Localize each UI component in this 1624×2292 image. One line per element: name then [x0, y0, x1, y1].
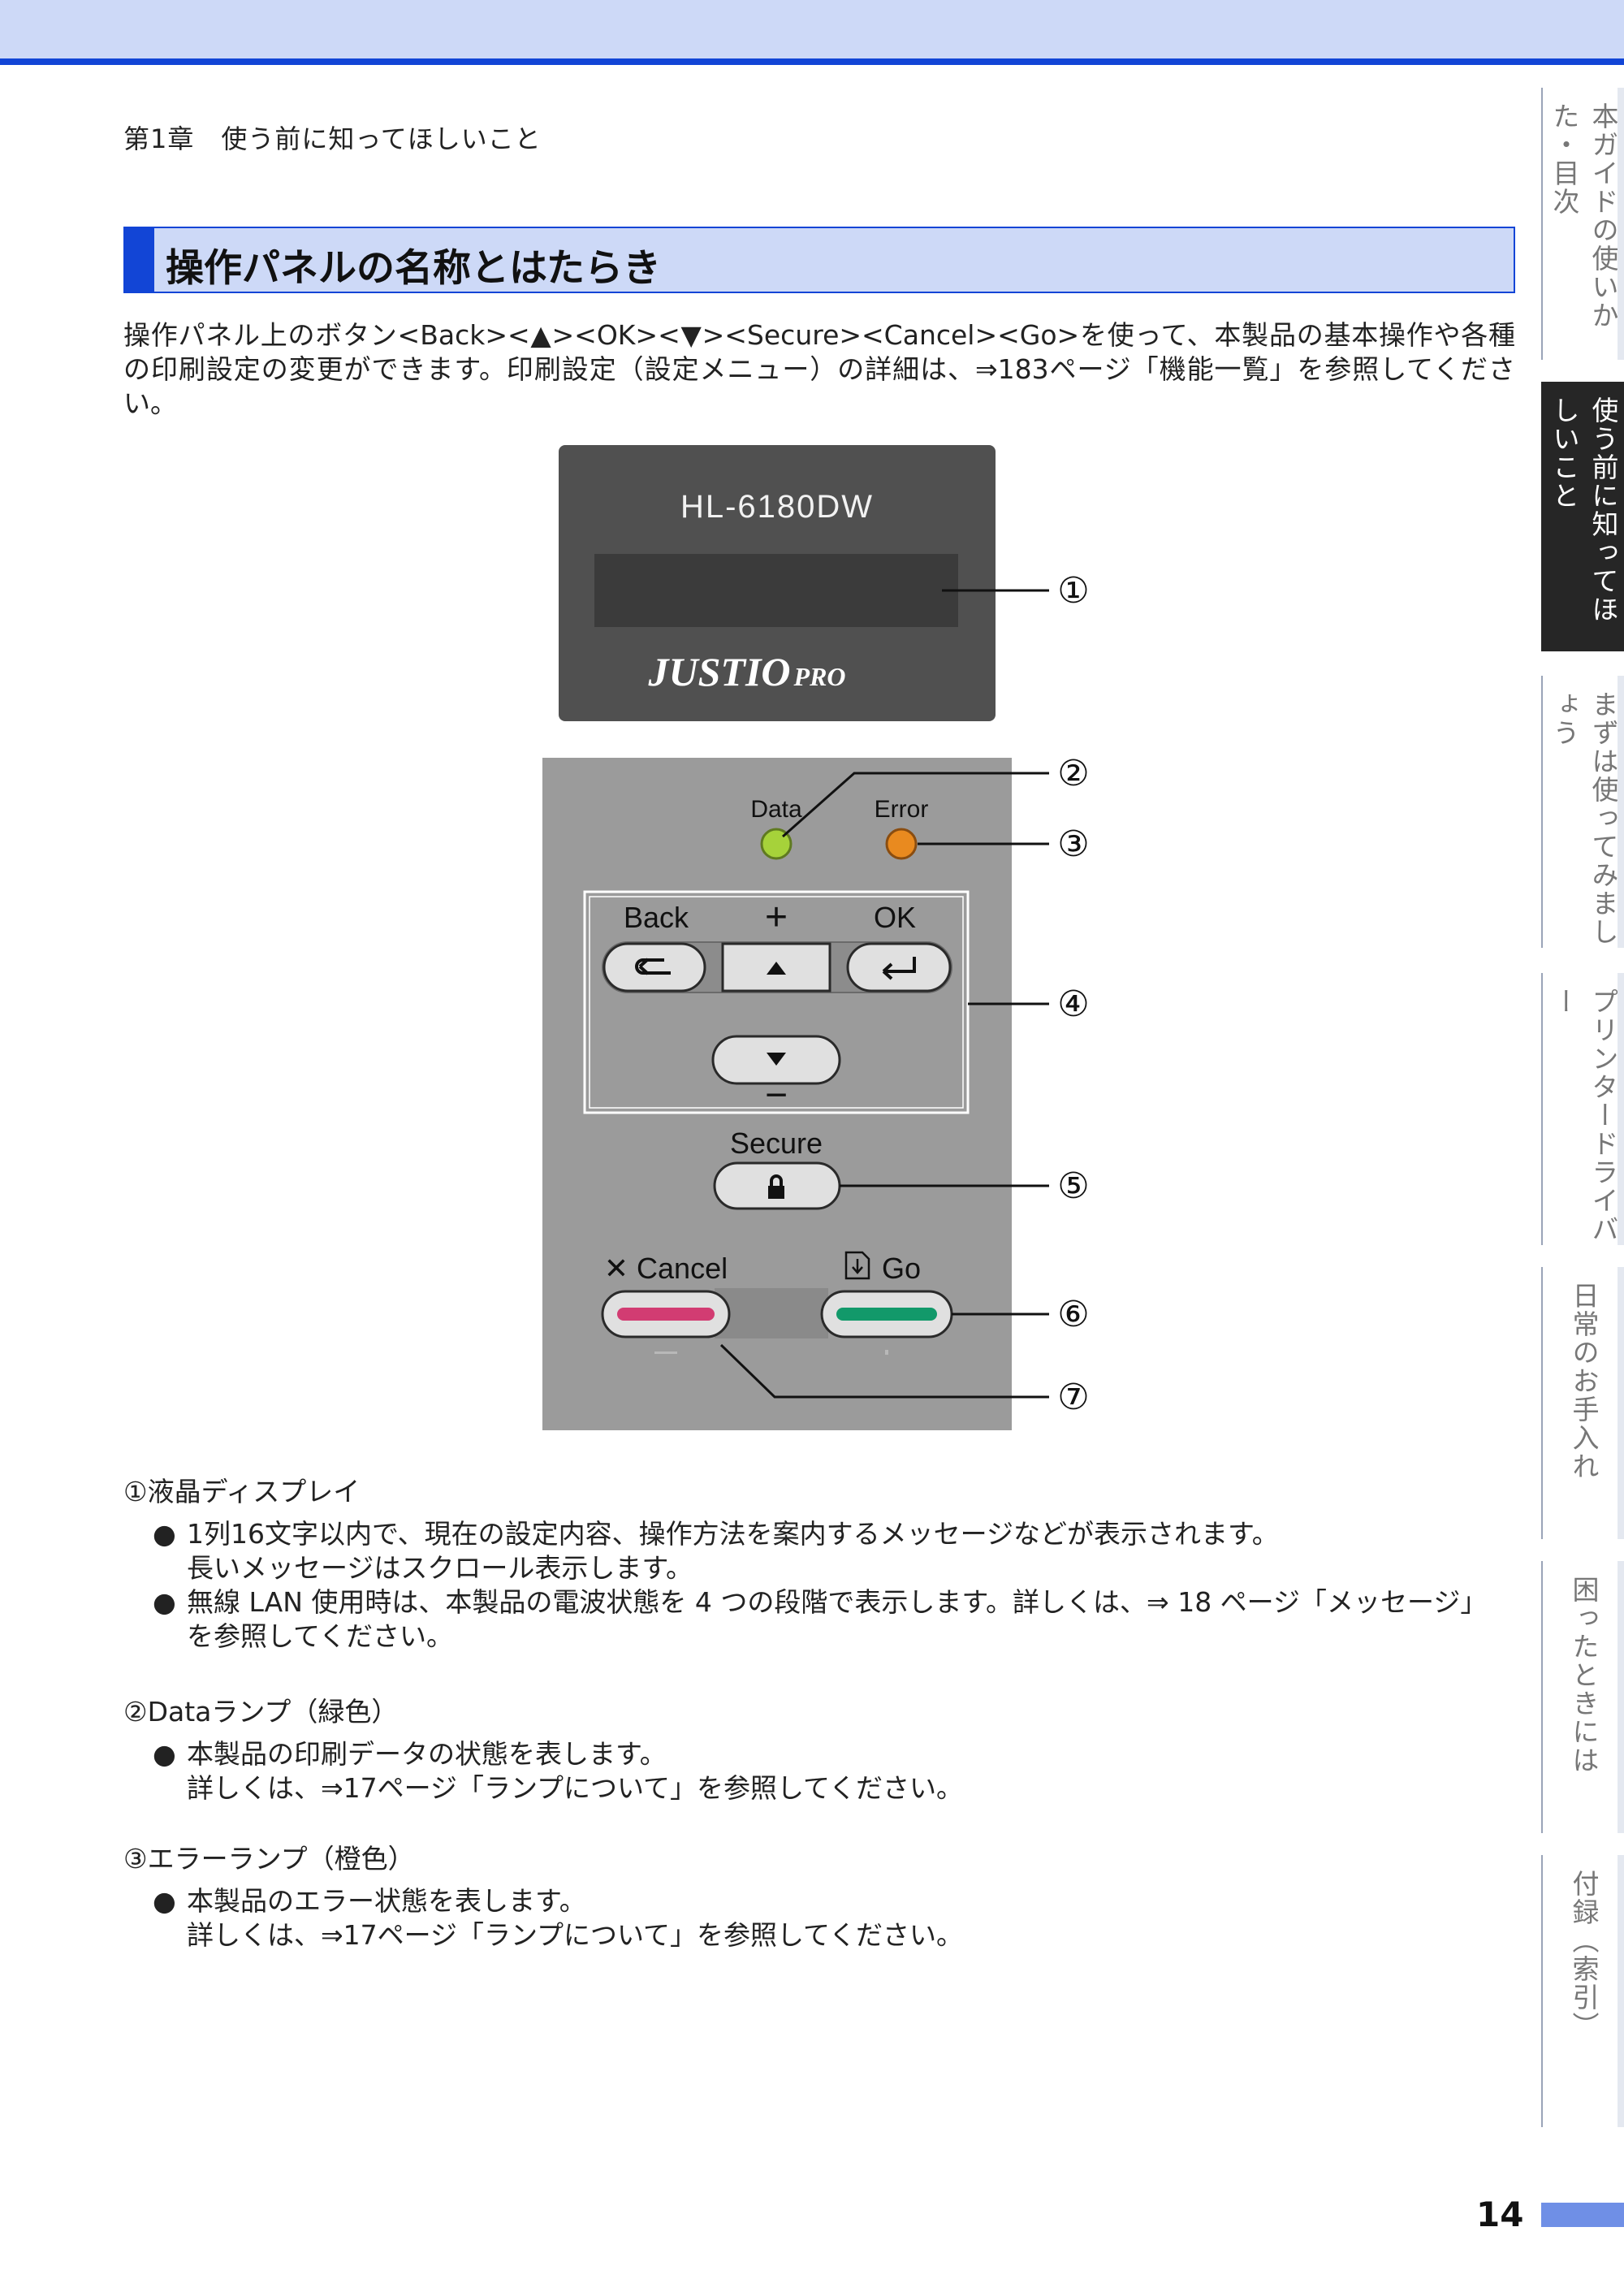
plus-label: + [765, 896, 788, 939]
callout-1: ① [1057, 570, 1089, 612]
header-band [0, 0, 1624, 58]
navigation-group-frame [583, 890, 970, 1114]
callout-6: ⑥ [1057, 1294, 1089, 1335]
go-label-group: Go [844, 1251, 921, 1285]
bullet-list: ● 本製品のエラー状態を表します。 詳しくは、⇒17ページ「ランプについて」を参… [123, 1884, 1528, 1953]
description-heading: ②Dataランプ（緑色） [123, 1696, 399, 1728]
tab-edge [1618, 88, 1624, 360]
side-tab-label: 本ガイドの使いかた・目次 [1548, 102, 1619, 330]
back-arrow-icon [635, 958, 671, 975]
side-tab-label: 使う前に知ってほしいこと [1548, 396, 1619, 624]
callout-lines [719, 589, 1049, 1399]
section-heading: 操作パネルの名称とはたらき [123, 227, 1515, 293]
down-triangle-icon [767, 1053, 786, 1066]
side-tab-maintenance[interactable]: 日常のお手入れ [1541, 1267, 1624, 1539]
go-label: Go [882, 1252, 921, 1285]
brand-logo-suffix: PRO [793, 662, 846, 691]
side-tab-label: プリンタードライバー [1548, 988, 1619, 1243]
side-tab-troubleshooting[interactable]: 困ったときには [1541, 1561, 1624, 1833]
ok-label: OK [874, 901, 916, 934]
callout-4: ④ [1057, 984, 1089, 1025]
secure-label: Secure [730, 1127, 823, 1160]
bullet-icon: ● [153, 1885, 176, 1917]
side-tab-label: まずは使ってみましょう [1548, 690, 1619, 946]
callout-5: ⑤ [1057, 1165, 1089, 1207]
go-indicator [885, 1350, 888, 1355]
description-data-lamp: ②Dataランプ（緑色） ● 本製品の印刷データの状態を表します。 詳しくは、⇒… [123, 1695, 1528, 1805]
bullet-icon: ● [153, 1518, 176, 1550]
ok-button[interactable] [846, 942, 952, 992]
section-heading-bar [125, 228, 154, 292]
bullet-text: 詳しくは、⇒17ページ「ランプについて」を参照してください。 [187, 1772, 964, 1804]
lock-icon [768, 1174, 784, 1199]
side-tab-label: 付録（索引） [1568, 1870, 1600, 2040]
bullet-icon: ● [153, 1586, 176, 1618]
cancel-label: ✕ Cancel [604, 1252, 728, 1285]
tab-edge [1618, 1267, 1624, 1539]
tab-edge [1618, 1561, 1624, 1833]
list-item: ● 本製品の印刷データの状態を表します。 詳しくは、⇒17ページ「ランプについて… [123, 1737, 1528, 1805]
list-item: ● 1列16文字以内で、現在の設定内容、操作方法を案内するメッセージなどが表示さ… [123, 1517, 1528, 1585]
cancel-button[interactable] [601, 1290, 731, 1338]
tab-edge [1618, 973, 1624, 1245]
header-rule [0, 58, 1624, 65]
brand-logo-main: JUSTIO [647, 649, 790, 694]
down-button[interactable] [711, 1035, 841, 1085]
go-button[interactable] [820, 1290, 953, 1338]
up-triangle-icon [767, 962, 786, 975]
document-arrow-icon [844, 1251, 870, 1280]
enter-arrow-icon [882, 957, 916, 980]
description-lcd: ①液晶ディスプレイ ● 1列16文字以内で、現在の設定内容、操作方法を案内するメ… [123, 1475, 1528, 1654]
bullet-text: 詳しくは、⇒17ページ「ランプについて」を参照してください。 [187, 1919, 964, 1951]
lcd-screen [594, 554, 958, 627]
side-tab-before-use[interactable]: 使う前に知ってほしいこと [1541, 382, 1624, 651]
tab-edge [1618, 382, 1624, 651]
cancel-go-track [715, 1288, 828, 1338]
bullet-text: 無線 LAN 使用時は、本製品の電波状態を 4 つの段階で表示します。詳しくは、… [187, 1586, 1488, 1618]
tab-edge [1618, 1855, 1624, 2127]
cancel-indicator [654, 1351, 677, 1354]
list-item: ● 無線 LAN 使用時は、本製品の電波状態を 4 つの段階で表示します。詳しく… [123, 1585, 1528, 1654]
page-number: 14 [1476, 2195, 1524, 2234]
bullet-text: 本製品の印刷データの状態を表します。 [187, 1738, 667, 1770]
secure-button[interactable] [713, 1161, 841, 1210]
description-heading: ①液晶ディスプレイ [123, 1476, 361, 1507]
back-label: Back [624, 901, 689, 934]
bullet-list: ● 本製品の印刷データの状態を表します。 詳しくは、⇒17ページ「ランプについて… [123, 1737, 1528, 1805]
page-number-bar [1541, 2203, 1624, 2227]
side-tab-printer-driver[interactable]: プリンタードライバー [1541, 973, 1624, 1245]
bullet-text: 本製品のエラー状態を表します。 [187, 1885, 586, 1917]
callout-3: ③ [1057, 824, 1089, 865]
minus-label: − [765, 1074, 788, 1117]
error-led [885, 828, 918, 860]
back-button[interactable] [603, 942, 706, 992]
callout-7: ⑦ [1057, 1377, 1089, 1418]
bullet-text: 長いメッセージはスクロール表示します。 [187, 1552, 693, 1584]
chapter-title: 第1章 使う前に知ってほしいこと [123, 123, 542, 154]
side-tab-label: 日常のお手入れ [1568, 1282, 1600, 1481]
data-led-label: Data [750, 796, 802, 823]
callout-2: ② [1057, 753, 1089, 794]
bullet-list: ● 1列16文字以内で、現在の設定内容、操作方法を案内するメッセージなどが表示さ… [123, 1517, 1528, 1654]
bullet-icon: ● [153, 1738, 176, 1770]
model-name: HL-6180DW [680, 489, 874, 525]
side-tab-label: 困ったときには [1568, 1576, 1600, 1775]
description-error-lamp: ③エラーランプ（橙色） ● 本製品のエラー状態を表します。 詳しくは、⇒17ペー… [123, 1842, 1528, 1953]
up-button[interactable] [721, 942, 831, 992]
bullet-text: 1列16文字以内で、現在の設定内容、操作方法を案内するメッセージなどが表示されま… [187, 1518, 1279, 1550]
bullet-text: を参照してください。 [187, 1620, 454, 1652]
side-tab-appendix[interactable]: 付録（索引） [1541, 1855, 1624, 2127]
description-heading: ③エラーランプ（橙色） [123, 1843, 415, 1875]
list-item: ● 本製品のエラー状態を表します。 詳しくは、⇒17ページ「ランプについて」を参… [123, 1884, 1528, 1953]
error-led-label: Error [875, 796, 929, 823]
intro-paragraph: 操作パネル上のボタン<Back><▲><OK><▼><Secure><Cance… [123, 319, 1515, 419]
side-tab-guide[interactable]: 本ガイドの使いかた・目次 [1541, 88, 1624, 360]
navigation-group-frame-inner [589, 896, 964, 1109]
tab-edge [1618, 676, 1624, 948]
section-title: 操作パネルの名称とはたらき [166, 246, 662, 291]
side-tab-getting-started[interactable]: まずは使ってみましょう [1541, 676, 1624, 948]
